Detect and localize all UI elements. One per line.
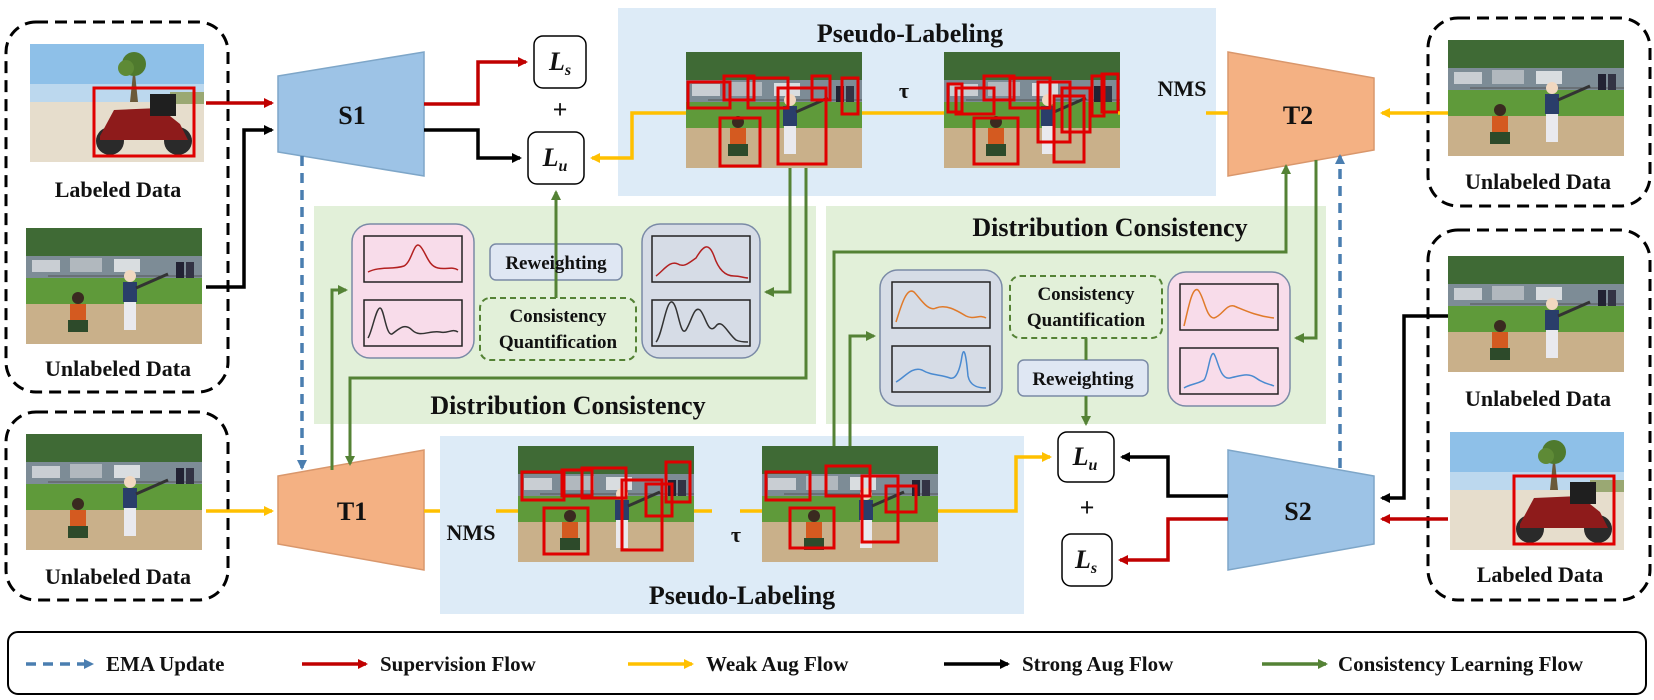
curve-orange-2: [1183, 288, 1275, 327]
distribution-panel-grey-right: [879, 269, 1003, 407]
legend-item-consistency: Consistency Learning Flow: [1262, 652, 1584, 676]
loss-ls-top: Ls: [548, 47, 571, 79]
distribution-consistency-title-right: Distribution Consistency: [972, 213, 1247, 242]
distribution-panel-grey-left: [641, 223, 761, 359]
legend-item-strong: Strong Aug Flow: [944, 652, 1174, 676]
legend-supervision-label: Supervision Flow: [380, 652, 537, 676]
arrow-strong-s2-to-lu: [1120, 452, 1228, 498]
arrow-consistency-pseudo-bottom-to-t2: [832, 164, 1291, 446]
nms-label-top: NMS: [1158, 76, 1207, 101]
labeled-data-label-top-left: Labeled Data: [55, 177, 182, 202]
unlabeled-image-top-left: [24, 226, 204, 346]
reweighting-box-right: [1017, 359, 1149, 397]
pseudo-labeling-title-bottom: Pseudo-Labeling: [649, 581, 835, 610]
plus-bottom: +: [1080, 493, 1095, 522]
curve-black-1: [367, 307, 459, 339]
model-t2: [1227, 51, 1375, 177]
loss-ls-bottom: Ls: [1074, 545, 1097, 577]
arrow-supervision-s1-to-ls: [424, 57, 528, 106]
loss-lu-bottom: Lu: [1072, 442, 1098, 474]
arrow-consistency-t1-to-pink-left: [330, 285, 348, 470]
arrow-strong-s1-to-lu: [424, 128, 522, 163]
curve-red-2: [655, 246, 749, 279]
loss-box-lu-top: [527, 131, 585, 185]
legend-item-supervision: Supervision Flow: [302, 652, 537, 676]
plus-top: +: [553, 95, 568, 124]
tau-label-bottom: τ: [731, 522, 741, 547]
curve-blue-2: [1183, 353, 1275, 389]
distribution-consistency-title-left: Distribution Consistency: [430, 391, 705, 420]
legend-item-weak: Weak Aug Flow: [628, 652, 849, 676]
labeled-data-label-bottom-right: Labeled Data: [1477, 562, 1604, 587]
model-t1: [277, 449, 425, 571]
curve-orange-1: [895, 290, 987, 323]
loss-box-ls-bottom: [1061, 533, 1113, 587]
legend-ema-label: EMA Update: [106, 652, 224, 676]
labeled-image-top-left: [28, 42, 206, 164]
loss-lu-top: Lu: [542, 143, 568, 175]
model-s1: [277, 51, 425, 177]
arrow-supervision-s2-to-ls: [1118, 517, 1228, 565]
legend-weak-label: Weak Aug Flow: [706, 652, 849, 676]
data-group-bottom-left: [4, 410, 230, 602]
arrow-weak-pseudo-to-lu-top: [590, 111, 686, 163]
model-s2: [1227, 449, 1375, 571]
arrow-consistency-pseudo-top-to-grey-left: [764, 168, 792, 297]
legend-box: [7, 631, 1647, 695]
arrow-consistency-pseudo-bottom-to-grey-right: [848, 331, 876, 446]
pseudo-label-image-top-2: [942, 50, 1122, 170]
consistency-quantification-box-left: [479, 297, 637, 361]
distribution-panel-pink-right: [1167, 271, 1291, 407]
labeled-image-bottom-right: [1448, 430, 1626, 552]
pseudo-label-image-bottom-2: [760, 444, 940, 564]
data-group-bottom-right: [1426, 228, 1652, 602]
legend-item-ema: EMA Update: [26, 652, 224, 676]
arrow-consistency-t2-to-pink-right: [1294, 160, 1318, 343]
reweighting-label-right: Reweighting: [1032, 369, 1134, 390]
arrow-strong-unlabeled-to-s2: [1380, 314, 1448, 503]
legend-consistency-label: Consistency Learning Flow: [1338, 652, 1584, 676]
unlabeled-data-label-top-left: Unlabeled Data: [45, 356, 191, 381]
arrow-consistency-pseudo-top-to-t1: [345, 168, 808, 466]
unlabeled-data-label-bottom-left: Unlabeled Data: [45, 564, 191, 589]
curve-blue-1: [895, 351, 987, 389]
reweighting-label-left: Reweighting: [505, 253, 607, 274]
pseudo-label-image-top-1: [684, 50, 864, 170]
pseudo-label-image-bottom-1: [516, 444, 696, 564]
nms-label-bottom: NMS: [447, 520, 496, 545]
arrow-strong-unlabeled-to-s1: [206, 125, 274, 289]
model-s2-label: S2: [1284, 497, 1311, 526]
model-t1-label: T1: [337, 497, 367, 526]
data-group-top-left: [4, 20, 230, 394]
tau-label-top: τ: [899, 78, 909, 103]
curve-black-2: [655, 301, 749, 343]
curve-red-1: [367, 244, 459, 273]
unlabeled-image-bottom-right: [1446, 254, 1626, 374]
model-s1-label: S1: [338, 101, 365, 130]
unlabeled-data-label-bottom-right: Unlabeled Data: [1465, 386, 1611, 411]
arrow-weak-pseudo-to-lu-bottom: [938, 452, 1052, 513]
legend-strong-label: Strong Aug Flow: [1022, 652, 1174, 676]
unlabeled-image-bottom-left: [24, 432, 204, 552]
pseudo-labeling-title-top: Pseudo-Labeling: [817, 19, 1003, 48]
unlabeled-data-label-top-right: Unlabeled Data: [1465, 169, 1611, 194]
distribution-panel-pink-left: [351, 223, 475, 359]
model-t2-label: T2: [1283, 101, 1313, 130]
unlabeled-image-top-right: [1446, 38, 1626, 158]
loss-box-ls-top: [533, 35, 587, 89]
